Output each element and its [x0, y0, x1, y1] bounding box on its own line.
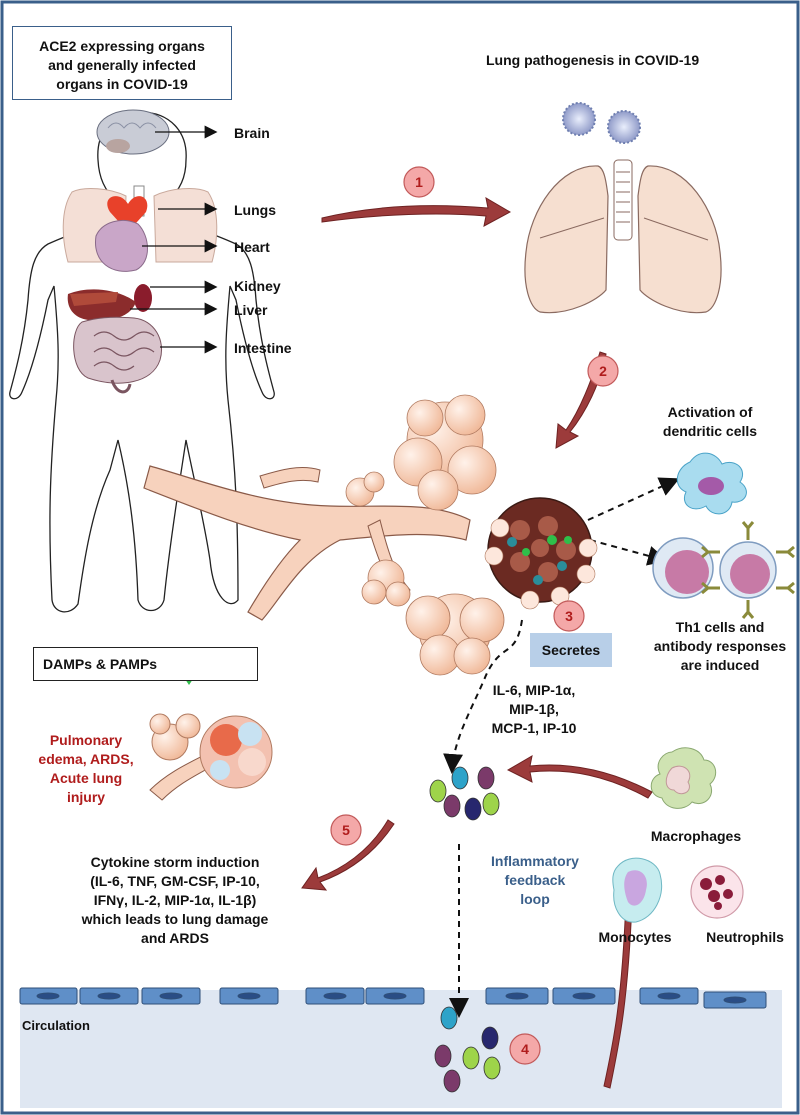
title-line-2: and generally infected [48, 57, 196, 73]
storm-line-3: IFNγ, IL-2, MIP-1α, IL-1β) [93, 892, 257, 908]
step-5-label: 5 [342, 822, 350, 838]
neutrophils-label: Neutrophils [706, 929, 784, 945]
damps-label: DAMPs & PAMPs [43, 656, 158, 672]
dendritic-label-1: Activation of [667, 404, 753, 420]
storm-line-2: (IL-6, TNF, GM-CSF, IP-10, [90, 873, 260, 889]
lungs-illustration [524, 159, 722, 314]
damps-box [33, 647, 258, 681]
step-3-label: 3 [565, 608, 573, 624]
cytokines-line-2: MIP-1β, [509, 701, 559, 717]
lung-pathogenesis-title: Lung pathogenesis in COVID-19 [486, 52, 700, 68]
cytokines-line-1: IL-6, MIP-1α, [492, 682, 576, 698]
step-markers [330, 166, 619, 1065]
damaged-alveoli [149, 713, 273, 801]
macrophages-label: Macrophages [650, 828, 742, 844]
cytokines-line-3: MCP-1, IP-10 [491, 720, 577, 736]
storm-line-4: which leads to lung damage [81, 911, 269, 927]
organ-pointers [130, 125, 218, 354]
storm-line-1: Cytokine storm induction [90, 854, 260, 870]
pulmonary-line-4: injury [66, 789, 106, 805]
endothelial-cells [19, 987, 767, 1009]
circulation-cytokines [434, 1006, 501, 1093]
organ-label-kidney: Kidney [234, 278, 281, 294]
pulmonary-line-2: edema, ARDS, [38, 751, 134, 767]
pulmonary-line-3: Acute lung [49, 770, 123, 786]
organ-label-intestine: Intestine [234, 340, 292, 356]
step-4-label: 4 [521, 1041, 529, 1057]
circulation-band [20, 990, 782, 1108]
step-1-label: 1 [415, 174, 423, 190]
organ-label-liver: Liver [234, 302, 268, 318]
th1-label-2: antibody responses [653, 638, 787, 654]
monocyte-cell [612, 857, 662, 923]
organ-label-lungs: Lungs [234, 202, 276, 218]
arrow-5 [301, 819, 395, 891]
human-body-figure [9, 109, 275, 613]
title-line-3: organs in COVID-19 [56, 76, 188, 92]
infected-alveolus [484, 497, 598, 610]
arrow-feedback [506, 755, 653, 799]
macrophage-cell [650, 747, 717, 809]
th1-label-1: Th1 cells and [675, 619, 765, 635]
arrow-1 [321, 197, 512, 227]
cytokine-cluster [429, 766, 500, 821]
organ-label-brain: Brain [234, 125, 270, 141]
title-line-1: ACE2 expressing organs [39, 38, 205, 54]
circulation-label: Circulation [22, 1018, 90, 1033]
dashed-arrows [443, 477, 680, 1018]
dendritic-cell [676, 452, 747, 515]
title-box [12, 26, 232, 100]
feedback-line-1: Inflammatory [491, 853, 579, 869]
th1-label-3: are induced [680, 657, 760, 673]
secretes-box [530, 633, 612, 667]
pulmonary-line-1: Pulmonary [49, 732, 123, 748]
feedback-line-3: loop [520, 891, 550, 907]
neutrophil-cell [690, 865, 744, 919]
feedback-line-2: feedback [504, 872, 566, 888]
dendritic-label-2: dendritic cells [662, 423, 758, 439]
organ-label-heart: Heart [234, 239, 270, 255]
alveolar-clusters [345, 394, 505, 676]
storm-line-5: and ARDS [141, 930, 209, 946]
th1-cells [652, 521, 795, 619]
step-2-label: 2 [599, 363, 607, 379]
secretes-label: Secretes [541, 642, 601, 658]
monocytes-label: Monocytes [598, 929, 672, 945]
